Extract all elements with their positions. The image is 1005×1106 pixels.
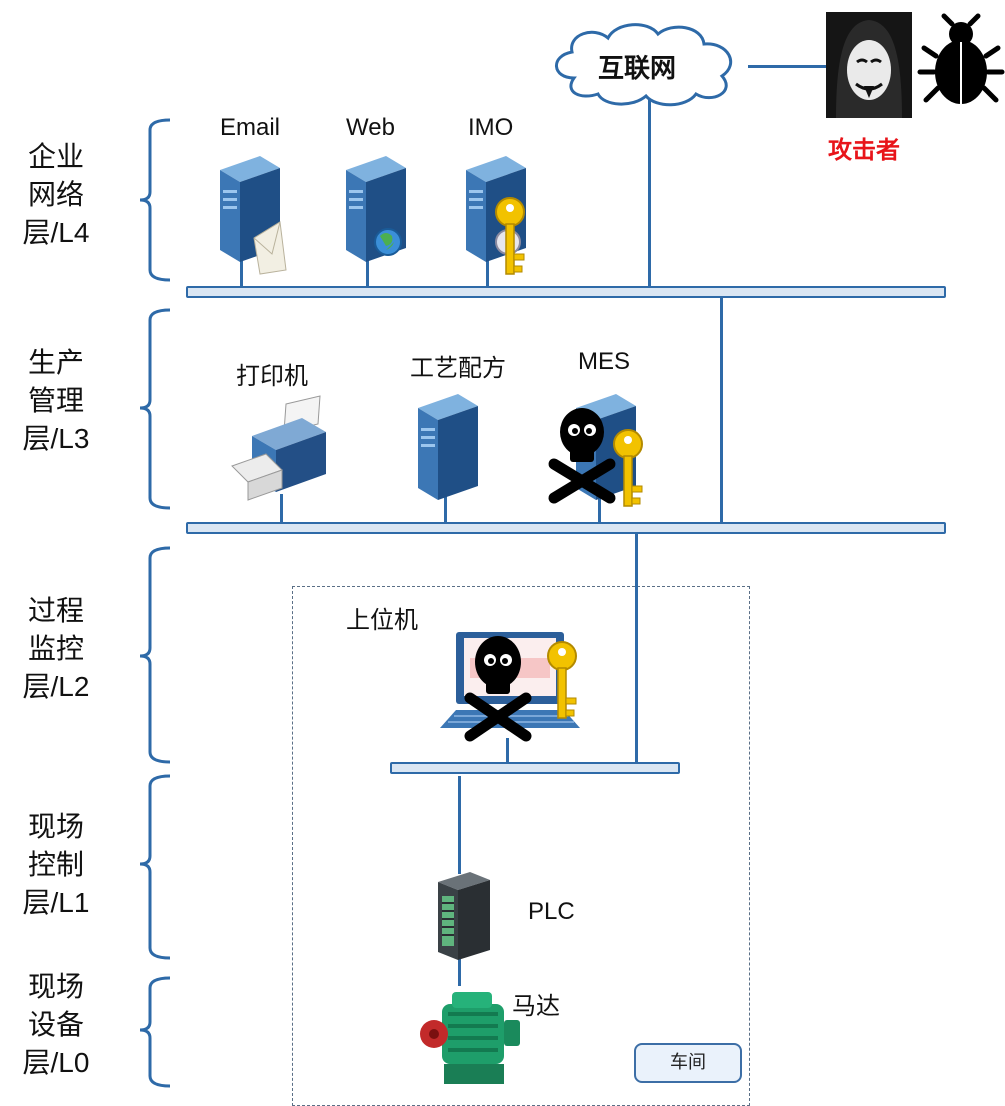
imo-wire (486, 258, 489, 288)
layer-l4-line3: 层/L4 (22, 217, 90, 248)
layer-l2-line1: 过程 (27, 595, 84, 626)
layer-l2-line3: 层/L2 (22, 671, 90, 702)
layer-l0-line1: 现场 (27, 971, 84, 1002)
bracket-l4 (139, 118, 171, 282)
hmi-label: 上位机 (346, 607, 418, 634)
layer-l4-line2: 网络 (27, 179, 84, 210)
internet-label: 互联网 (598, 54, 677, 84)
printer-wire (280, 494, 283, 524)
layer-l4-line1: 企业 (27, 141, 84, 172)
bracket-l3 (139, 308, 171, 510)
recipe-wire (444, 494, 447, 524)
email-server-icon (220, 156, 287, 275)
layer-l1-line2: 控制 (27, 849, 84, 880)
internet-to-attacker-wire (748, 65, 828, 68)
l2-network-bus (390, 762, 680, 774)
layer-l1-line1: 现场 (27, 811, 84, 842)
bug-icon (917, 13, 1005, 104)
mes-skull-crossbones-icon (548, 408, 616, 504)
web-server-icon (346, 156, 406, 262)
mes-wire (598, 494, 601, 524)
mes-key-icon (613, 429, 643, 507)
l4-to-l3-wire (720, 296, 723, 524)
workshop-label: 车间 (634, 1043, 742, 1083)
motor-icon (420, 992, 520, 1084)
plc-icon (438, 872, 490, 960)
hmi-key-icon (547, 641, 577, 719)
recipe-server-icon (418, 394, 478, 500)
layer-l3-line2: 管理 (27, 385, 84, 416)
l3-network-bus (186, 522, 946, 534)
layer-label-l0: 现场 设备 层/L0 (6, 968, 106, 1082)
l4-network-bus (186, 286, 946, 298)
printer-label: 打印机 (236, 363, 308, 390)
web-label: Web (346, 114, 395, 141)
email-label: Email (220, 114, 281, 141)
web-wire (366, 258, 369, 288)
layer-label-l1: 现场 控制 层/L1 (6, 808, 106, 922)
motor-label: 马达 (512, 993, 560, 1020)
layer-label-l2: 过程 监控 层/L2 (6, 592, 106, 706)
imo-label: IMO (468, 114, 514, 141)
attacker-label: 攻击者 (828, 136, 900, 164)
layer-l0-line2: 设备 (27, 1009, 84, 1040)
mes-label: MES (578, 348, 631, 375)
imo-key-icon (495, 197, 525, 275)
layer-l1-line3: 层/L1 (22, 887, 90, 918)
printer-icon (231, 395, 326, 501)
layer-l3-line1: 生产 (27, 347, 84, 378)
hmi-wire (506, 738, 509, 764)
bracket-l0 (139, 976, 171, 1088)
internet-cloud-icon (555, 23, 733, 107)
email-wire (240, 258, 243, 288)
attacker-avatar-icon (826, 12, 912, 118)
bracket-l1 (139, 774, 171, 960)
plc-label: PLC (528, 898, 575, 925)
layer-l0-line3: 层/L0 (22, 1047, 90, 1078)
bracket-l2 (139, 546, 171, 764)
hmi-skull-crossbones-icon (464, 636, 532, 742)
plc-to-motor-wire (458, 958, 461, 986)
layer-l3-line3: 层/L3 (22, 423, 90, 454)
recipe-label: 工艺配方 (410, 355, 506, 382)
layer-label-l3: 生产 管理 层/L3 (6, 344, 106, 458)
l3-to-l2-wire (635, 534, 638, 764)
internet-to-l4-wire (648, 86, 651, 286)
layer-label-l4: 企业 网络 层/L4 (6, 138, 106, 252)
l2-to-plc-wire (458, 776, 461, 874)
layer-l2-line2: 监控 (27, 633, 84, 664)
